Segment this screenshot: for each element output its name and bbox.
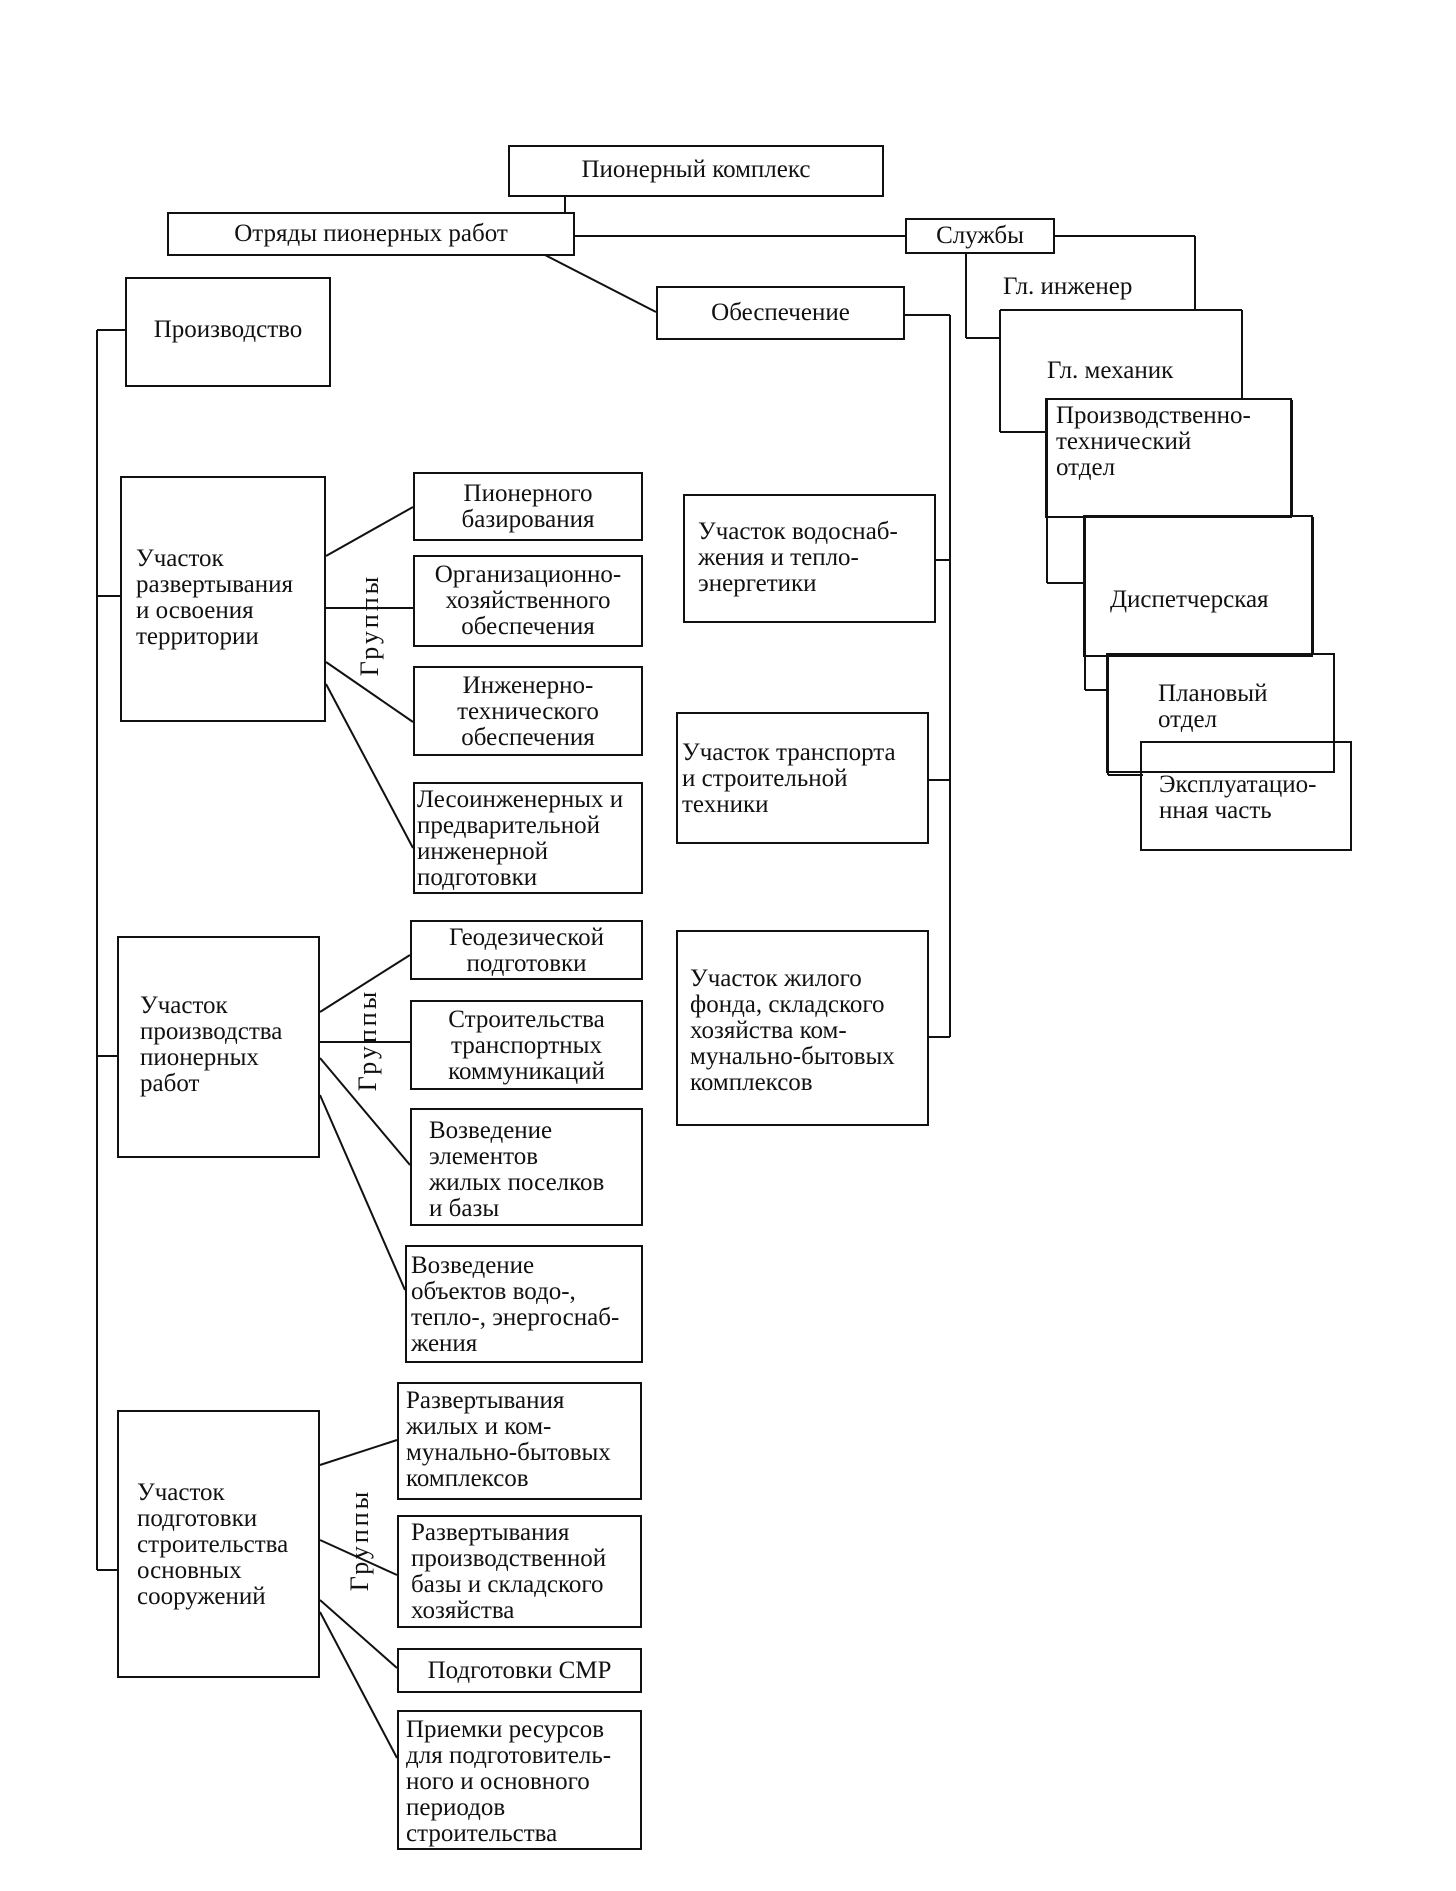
section-1-group-1: Пионерного базирования xyxy=(413,472,643,541)
production-label: Производство xyxy=(153,316,303,343)
supply-section-2: Участок транспорта и строительной техник… xyxy=(676,712,929,844)
services-operations-unit: Эксплуатацио- нная часть xyxy=(1140,741,1352,851)
section-3-group-1: Развертывания жилых и ком- мунально-быто… xyxy=(397,1382,642,1500)
production-box: Производство xyxy=(125,277,331,387)
detachments-box: Отряды пионерных работ xyxy=(167,212,575,256)
supply-box: Обеспечение xyxy=(656,286,905,340)
section-1-group-4: Лесоинженерных и предварительной инженер… xyxy=(413,782,643,894)
supply-label: Обеспечение xyxy=(711,299,850,326)
section-2-group-4: Возведение объектов водо-, тепло-, энерг… xyxy=(405,1245,643,1363)
section-3-group-4: Приемки ресурсов для подготовитель- ного… xyxy=(397,1710,642,1850)
section-1-group-3: Инженерно- технического обеспечения xyxy=(413,666,643,756)
groups-label-3: Группы xyxy=(345,1488,374,1592)
services-label: Службы xyxy=(936,222,1024,249)
groups-label-1: Группы xyxy=(355,573,384,677)
production-section-2: Участок производства пионерных работ xyxy=(117,936,320,1158)
section-2-group-2: Строительства транспортных коммуникаций xyxy=(410,1000,643,1090)
root-box: Пионерный комплекс xyxy=(508,145,884,197)
root-label: Пионерный комплекс xyxy=(581,156,811,183)
production-section-1: Участок развертывания и освоения террито… xyxy=(120,476,326,722)
section-2-group-1: Геодезической подготовки xyxy=(410,920,643,980)
supply-section-3: Участок жилого фонда, складского хозяйст… xyxy=(676,930,929,1126)
services-chief-mechanic: Гл. механик xyxy=(1047,357,1174,384)
production-section-3: Участок подготовки строительства основны… xyxy=(117,1410,320,1678)
groups-label-2: Группы xyxy=(353,988,382,1092)
services-production-technical-dept: Производственно- технический отдел xyxy=(1045,398,1292,518)
supply-section-1: Участок водоснаб- жения и тепло- энергет… xyxy=(683,494,936,623)
services-planning-dept: Плановый отдел xyxy=(1106,653,1335,773)
services-dispatch: Диспетчерская xyxy=(1083,515,1313,657)
services-chief-engineer: Гл. инженер xyxy=(1003,273,1133,300)
detachments-label: Отряды пионерных работ xyxy=(234,220,508,247)
section-2-group-3: Возведение элементов жилых поселков и ба… xyxy=(410,1108,643,1226)
section-3-group-2: Развертывания производственной базы и ск… xyxy=(397,1515,642,1628)
services-box: Службы xyxy=(905,218,1055,254)
section-1-group-2: Организационно- хозяйственного обеспечен… xyxy=(413,555,643,647)
section-3-group-3: Подготовки СМР xyxy=(397,1648,642,1693)
